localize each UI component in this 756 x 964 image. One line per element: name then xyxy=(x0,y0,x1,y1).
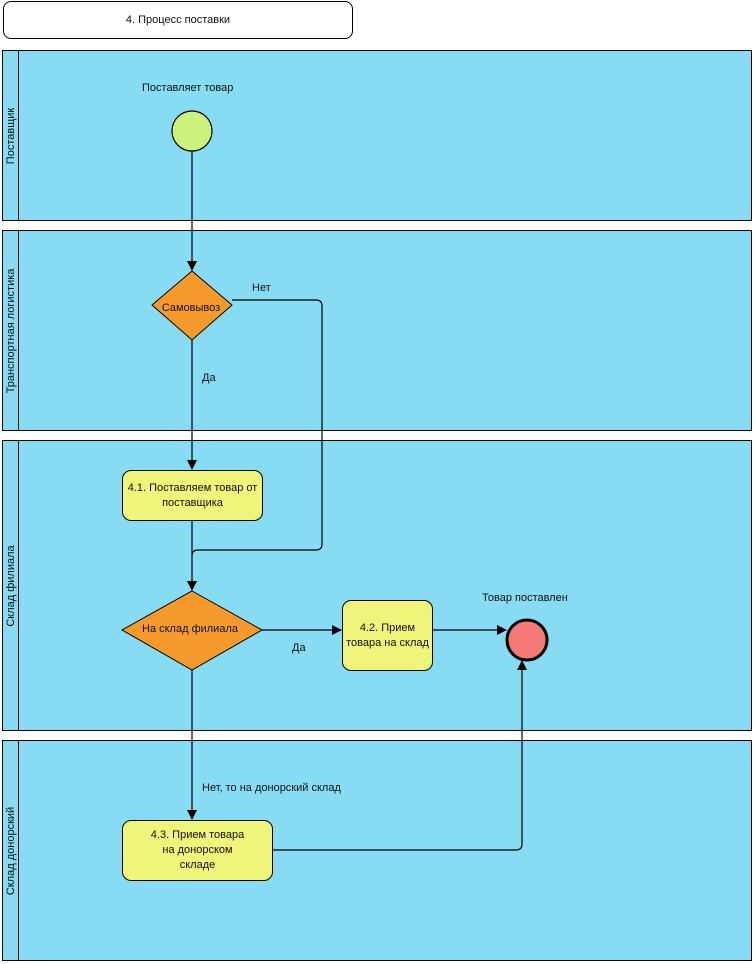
end-event-label: Товар поставлен xyxy=(482,592,568,604)
flow-label-yes: Да xyxy=(292,642,306,654)
lane-transport-logistics: Транспортная логистика xyxy=(2,230,752,431)
gateway-self-pickup xyxy=(151,270,233,341)
task-4-1: 4.1. Поставляем товар от поставщика xyxy=(122,470,263,521)
flow-task3-to-end xyxy=(272,660,527,851)
gateway-to-branch-warehouse xyxy=(120,590,264,671)
lane-header: Склад филиала xyxy=(3,441,19,730)
end-event xyxy=(505,618,549,662)
task-label: 4.1. Поставляем товар от поставщика xyxy=(127,481,258,509)
task-label: 4.3. Прием товара на донорском складе xyxy=(150,829,245,871)
lane-header: Склад донорский xyxy=(3,741,19,960)
gateway-label: На склад филиала xyxy=(142,623,238,635)
task-4-3: 4.3. Прием товара на донорском складе xyxy=(122,820,273,881)
diagram-title: 4. Процесс поставки xyxy=(3,1,353,39)
task-label: 4.2. Прием товара на склад xyxy=(346,621,429,649)
lane-header: Транспортная логистика xyxy=(3,231,19,430)
gateway-label: Самовывоз xyxy=(161,302,221,314)
lane-header: Поставщик xyxy=(3,51,19,220)
flow-label-no-donor: Нет, то на донорский склад xyxy=(202,782,341,794)
flow-label-no: Нет xyxy=(252,282,271,294)
diagram-title-text: 4. Процесс поставки xyxy=(125,14,231,26)
start-event xyxy=(171,110,213,152)
flow-label-yes: Да xyxy=(202,372,216,384)
flow-gateway1-no xyxy=(191,299,323,557)
lane-supplier: Поставщик xyxy=(2,50,752,221)
task-4-2: 4.2. Прием товара на склад xyxy=(342,600,433,671)
start-event-label: Поставляет товар xyxy=(142,82,234,94)
